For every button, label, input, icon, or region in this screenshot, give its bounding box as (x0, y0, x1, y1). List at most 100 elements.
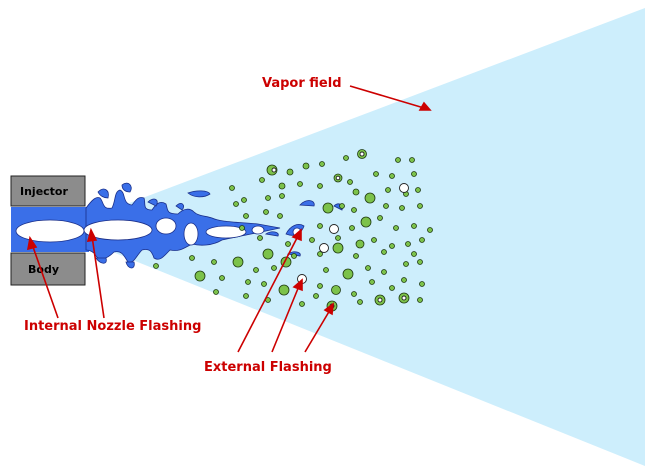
droplet (343, 155, 349, 161)
vapor-bubble (335, 175, 341, 181)
droplet (389, 285, 395, 291)
droplet (355, 239, 365, 249)
droplet (261, 281, 267, 287)
droplet (239, 225, 245, 231)
vapor-field-label: Vapor field (262, 76, 342, 91)
droplet (245, 279, 251, 285)
droplet (302, 162, 310, 170)
droplet (211, 259, 217, 265)
droplet (243, 213, 249, 219)
droplet (351, 291, 357, 297)
droplet (297, 181, 303, 187)
droplet (403, 261, 409, 267)
droplet (411, 171, 417, 177)
droplet (365, 265, 371, 271)
internal-nozzle-flashing-label: Internal Nozzle Flashing (24, 319, 201, 334)
injector-label: Injector (20, 185, 68, 198)
droplet (277, 213, 283, 219)
injector-upper-block (10, 175, 86, 207)
droplet (299, 301, 305, 307)
droplet (253, 267, 259, 273)
droplet (194, 270, 206, 282)
droplet (259, 177, 265, 183)
vapor-bubble (271, 167, 277, 173)
droplet (322, 202, 334, 214)
droplet (389, 243, 395, 249)
droplet (279, 193, 285, 199)
droplet (401, 277, 407, 283)
droplet (417, 203, 423, 209)
droplet (317, 223, 323, 229)
vapor-bubble (359, 151, 365, 157)
droplet (241, 197, 247, 203)
droplet (349, 225, 355, 231)
droplet (153, 263, 159, 269)
droplet (309, 237, 315, 243)
droplet (229, 185, 235, 191)
droplet (317, 283, 323, 289)
droplet (257, 235, 263, 241)
droplet (427, 227, 433, 233)
droplet (342, 268, 354, 280)
injector-lower-block (10, 252, 86, 286)
vapor-bubble (401, 295, 407, 301)
droplet (189, 255, 195, 261)
droplet (291, 253, 297, 259)
droplet (319, 161, 325, 167)
vapor-bubble (399, 183, 409, 193)
droplet (263, 209, 269, 215)
droplet (353, 253, 359, 259)
droplet (389, 173, 395, 179)
droplet (232, 256, 244, 268)
droplet (417, 297, 423, 303)
droplet (323, 267, 329, 273)
droplet (399, 205, 405, 211)
droplet (381, 269, 387, 275)
droplet (405, 241, 411, 247)
droplet (213, 289, 219, 295)
droplet (313, 293, 319, 299)
vapor-bubble (319, 243, 329, 253)
droplet (278, 284, 290, 296)
droplet (383, 203, 389, 209)
droplet (411, 223, 417, 229)
droplet (352, 188, 360, 196)
droplet (262, 248, 274, 260)
droplet (377, 215, 383, 221)
droplet (417, 259, 423, 265)
droplet (385, 187, 391, 193)
droplet (415, 187, 421, 193)
droplet (332, 242, 344, 254)
droplet (393, 225, 399, 231)
droplet (339, 203, 345, 209)
droplet (411, 251, 417, 257)
droplet (409, 157, 415, 163)
droplet (395, 157, 401, 163)
droplet (331, 285, 341, 295)
droplet (233, 201, 239, 207)
droplet (419, 237, 425, 243)
internal-vapor-bubbles (15, 217, 302, 246)
body-label: Body (28, 263, 59, 276)
droplet (317, 183, 323, 189)
droplet (357, 299, 363, 305)
droplet (373, 171, 379, 177)
external-flashing-label: External Flashing (204, 360, 332, 375)
vapor-bubble (377, 297, 383, 303)
droplet (278, 182, 286, 190)
droplet (271, 265, 277, 271)
droplet (371, 237, 377, 243)
droplet (317, 251, 323, 257)
vapor-field-cone (58, 8, 645, 466)
droplet (369, 279, 375, 285)
droplet (219, 275, 225, 281)
droplet (265, 195, 271, 201)
droplet (360, 216, 372, 228)
droplets (153, 149, 433, 312)
label-arrows (26, 85, 432, 353)
droplet (351, 207, 357, 213)
droplet (286, 168, 294, 176)
droplet (364, 192, 376, 204)
droplet (335, 235, 341, 241)
